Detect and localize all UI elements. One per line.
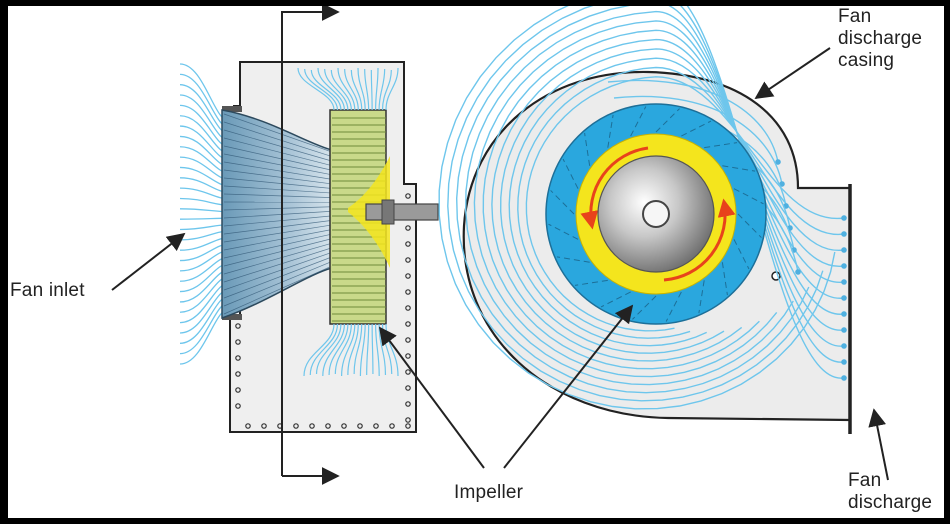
diagram-canvas: Fan inlet Impeller Fan discharge casing …: [8, 6, 944, 518]
shaft: [366, 204, 438, 220]
fan-discharge-label: Fan discharge: [848, 470, 932, 514]
discharge-casing-label-line1: Fan: [838, 6, 922, 28]
shaft-collar: [382, 200, 394, 224]
discharge-casing-label-line2: discharge: [838, 28, 922, 50]
fan-inlet-label: Fan inlet: [10, 280, 85, 302]
leader-discharge-casing: [756, 48, 830, 98]
hub-center: [643, 201, 669, 227]
leader-fan-inlet: [112, 234, 184, 290]
discharge-casing-label-line3: casing: [838, 50, 922, 72]
fan-discharge-label-line1: Fan: [848, 470, 932, 492]
fan-discharge-label-line2: discharge: [848, 492, 932, 514]
discharge-casing-label: Fan discharge casing: [838, 6, 922, 72]
front-view: [439, 6, 850, 434]
impeller-label: Impeller: [454, 482, 523, 504]
fan-diagram: [8, 6, 944, 518]
side-view: [180, 12, 438, 476]
